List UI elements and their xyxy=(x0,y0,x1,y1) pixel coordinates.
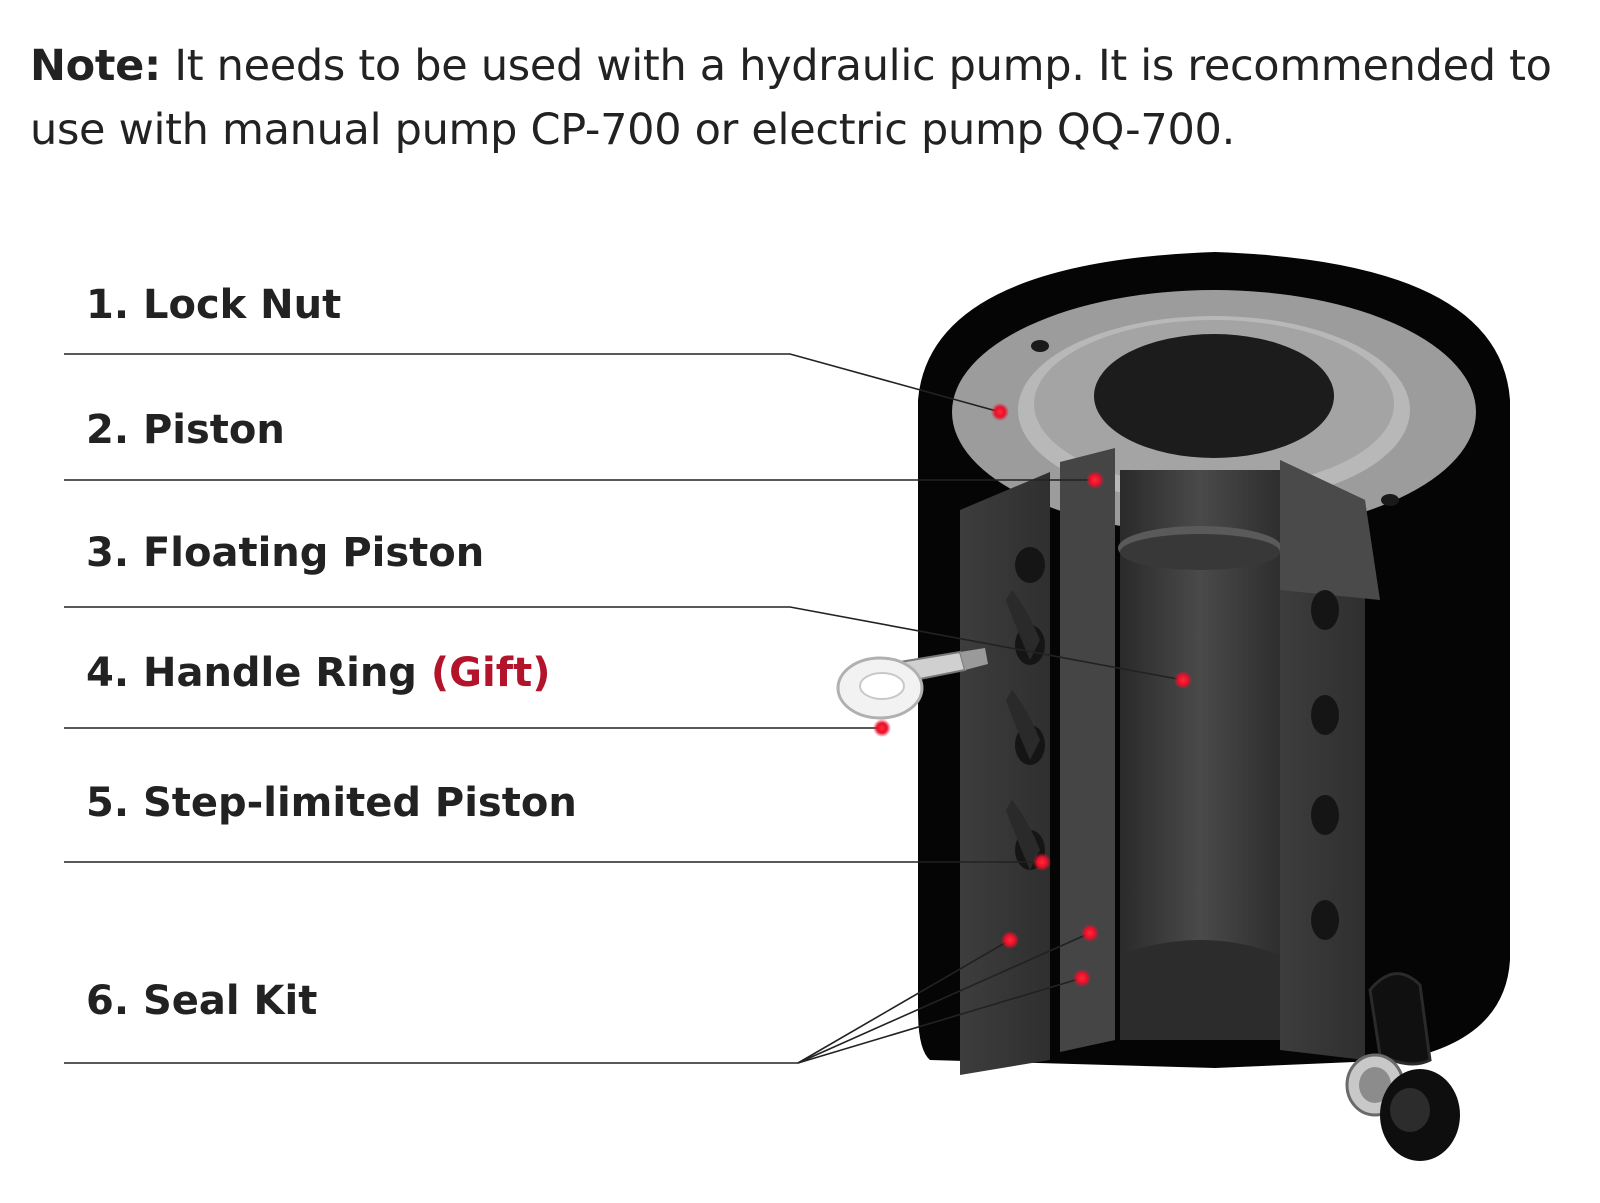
leader-line-seal-kit-branch xyxy=(797,977,1083,1064)
leader-line-seal-kit-branch xyxy=(797,939,1011,1064)
callout-dot-floating-piston xyxy=(1174,671,1192,689)
leader-line-seal-kit-branch xyxy=(797,932,1091,1064)
part-name: Lock Nut xyxy=(142,282,342,328)
callout-dot-step-limited-piston xyxy=(1033,853,1051,871)
leader-line-floating-piston xyxy=(64,606,1184,681)
part-name: Step-limited Piston xyxy=(142,780,577,826)
callout-dot-seal-kit xyxy=(1001,931,1019,949)
part-number: 6. xyxy=(86,978,130,1024)
part-label-floating-piston: 3. Floating Piston xyxy=(86,530,484,576)
callout-dots xyxy=(873,403,1192,987)
part-name: Piston xyxy=(142,407,285,453)
part-name: Handle Ring xyxy=(142,650,417,696)
note-body: It needs to be used with a hydraulic pum… xyxy=(30,41,1552,155)
callout-dot-seal-kit xyxy=(1081,924,1099,942)
part-label-seal-kit: 6. Seal Kit xyxy=(86,978,317,1024)
part-label-handle-ring: 4. Handle Ring (Gift) xyxy=(86,650,551,696)
callout-dot-seal-kit xyxy=(1073,969,1091,987)
part-name: Seal Kit xyxy=(142,978,318,1024)
part-label-piston: 2. Piston xyxy=(86,407,285,453)
callout-dot-piston xyxy=(1086,471,1104,489)
note-label: Note: xyxy=(30,41,161,91)
handle-ring xyxy=(836,648,988,720)
callout-dot-handle-ring xyxy=(873,719,891,737)
part-number: 5. xyxy=(86,780,130,826)
part-label-step-limited-piston: 5. Step-limited Piston xyxy=(86,780,577,826)
part-number: 1. xyxy=(86,282,130,328)
callout-dot-lock-nut xyxy=(991,403,1009,421)
seal-grooves-right xyxy=(1311,590,1339,940)
bolt-hole xyxy=(1381,494,1399,506)
gift-tag: (Gift) xyxy=(430,650,551,696)
leader-line-lock-nut xyxy=(64,353,1001,413)
part-number: 3. xyxy=(86,530,130,576)
part-label-lock-nut: 1. Lock Nut xyxy=(86,282,341,328)
note-text: Note: It needs to be used with a hydraul… xyxy=(30,34,1570,162)
part-number: 4. xyxy=(86,650,130,696)
bolt-hole xyxy=(1031,340,1049,352)
part-number: 2. xyxy=(86,407,130,453)
hydraulic-coupler xyxy=(1345,972,1460,1161)
part-name: Floating Piston xyxy=(142,530,485,576)
leader-lines xyxy=(64,353,1184,1064)
